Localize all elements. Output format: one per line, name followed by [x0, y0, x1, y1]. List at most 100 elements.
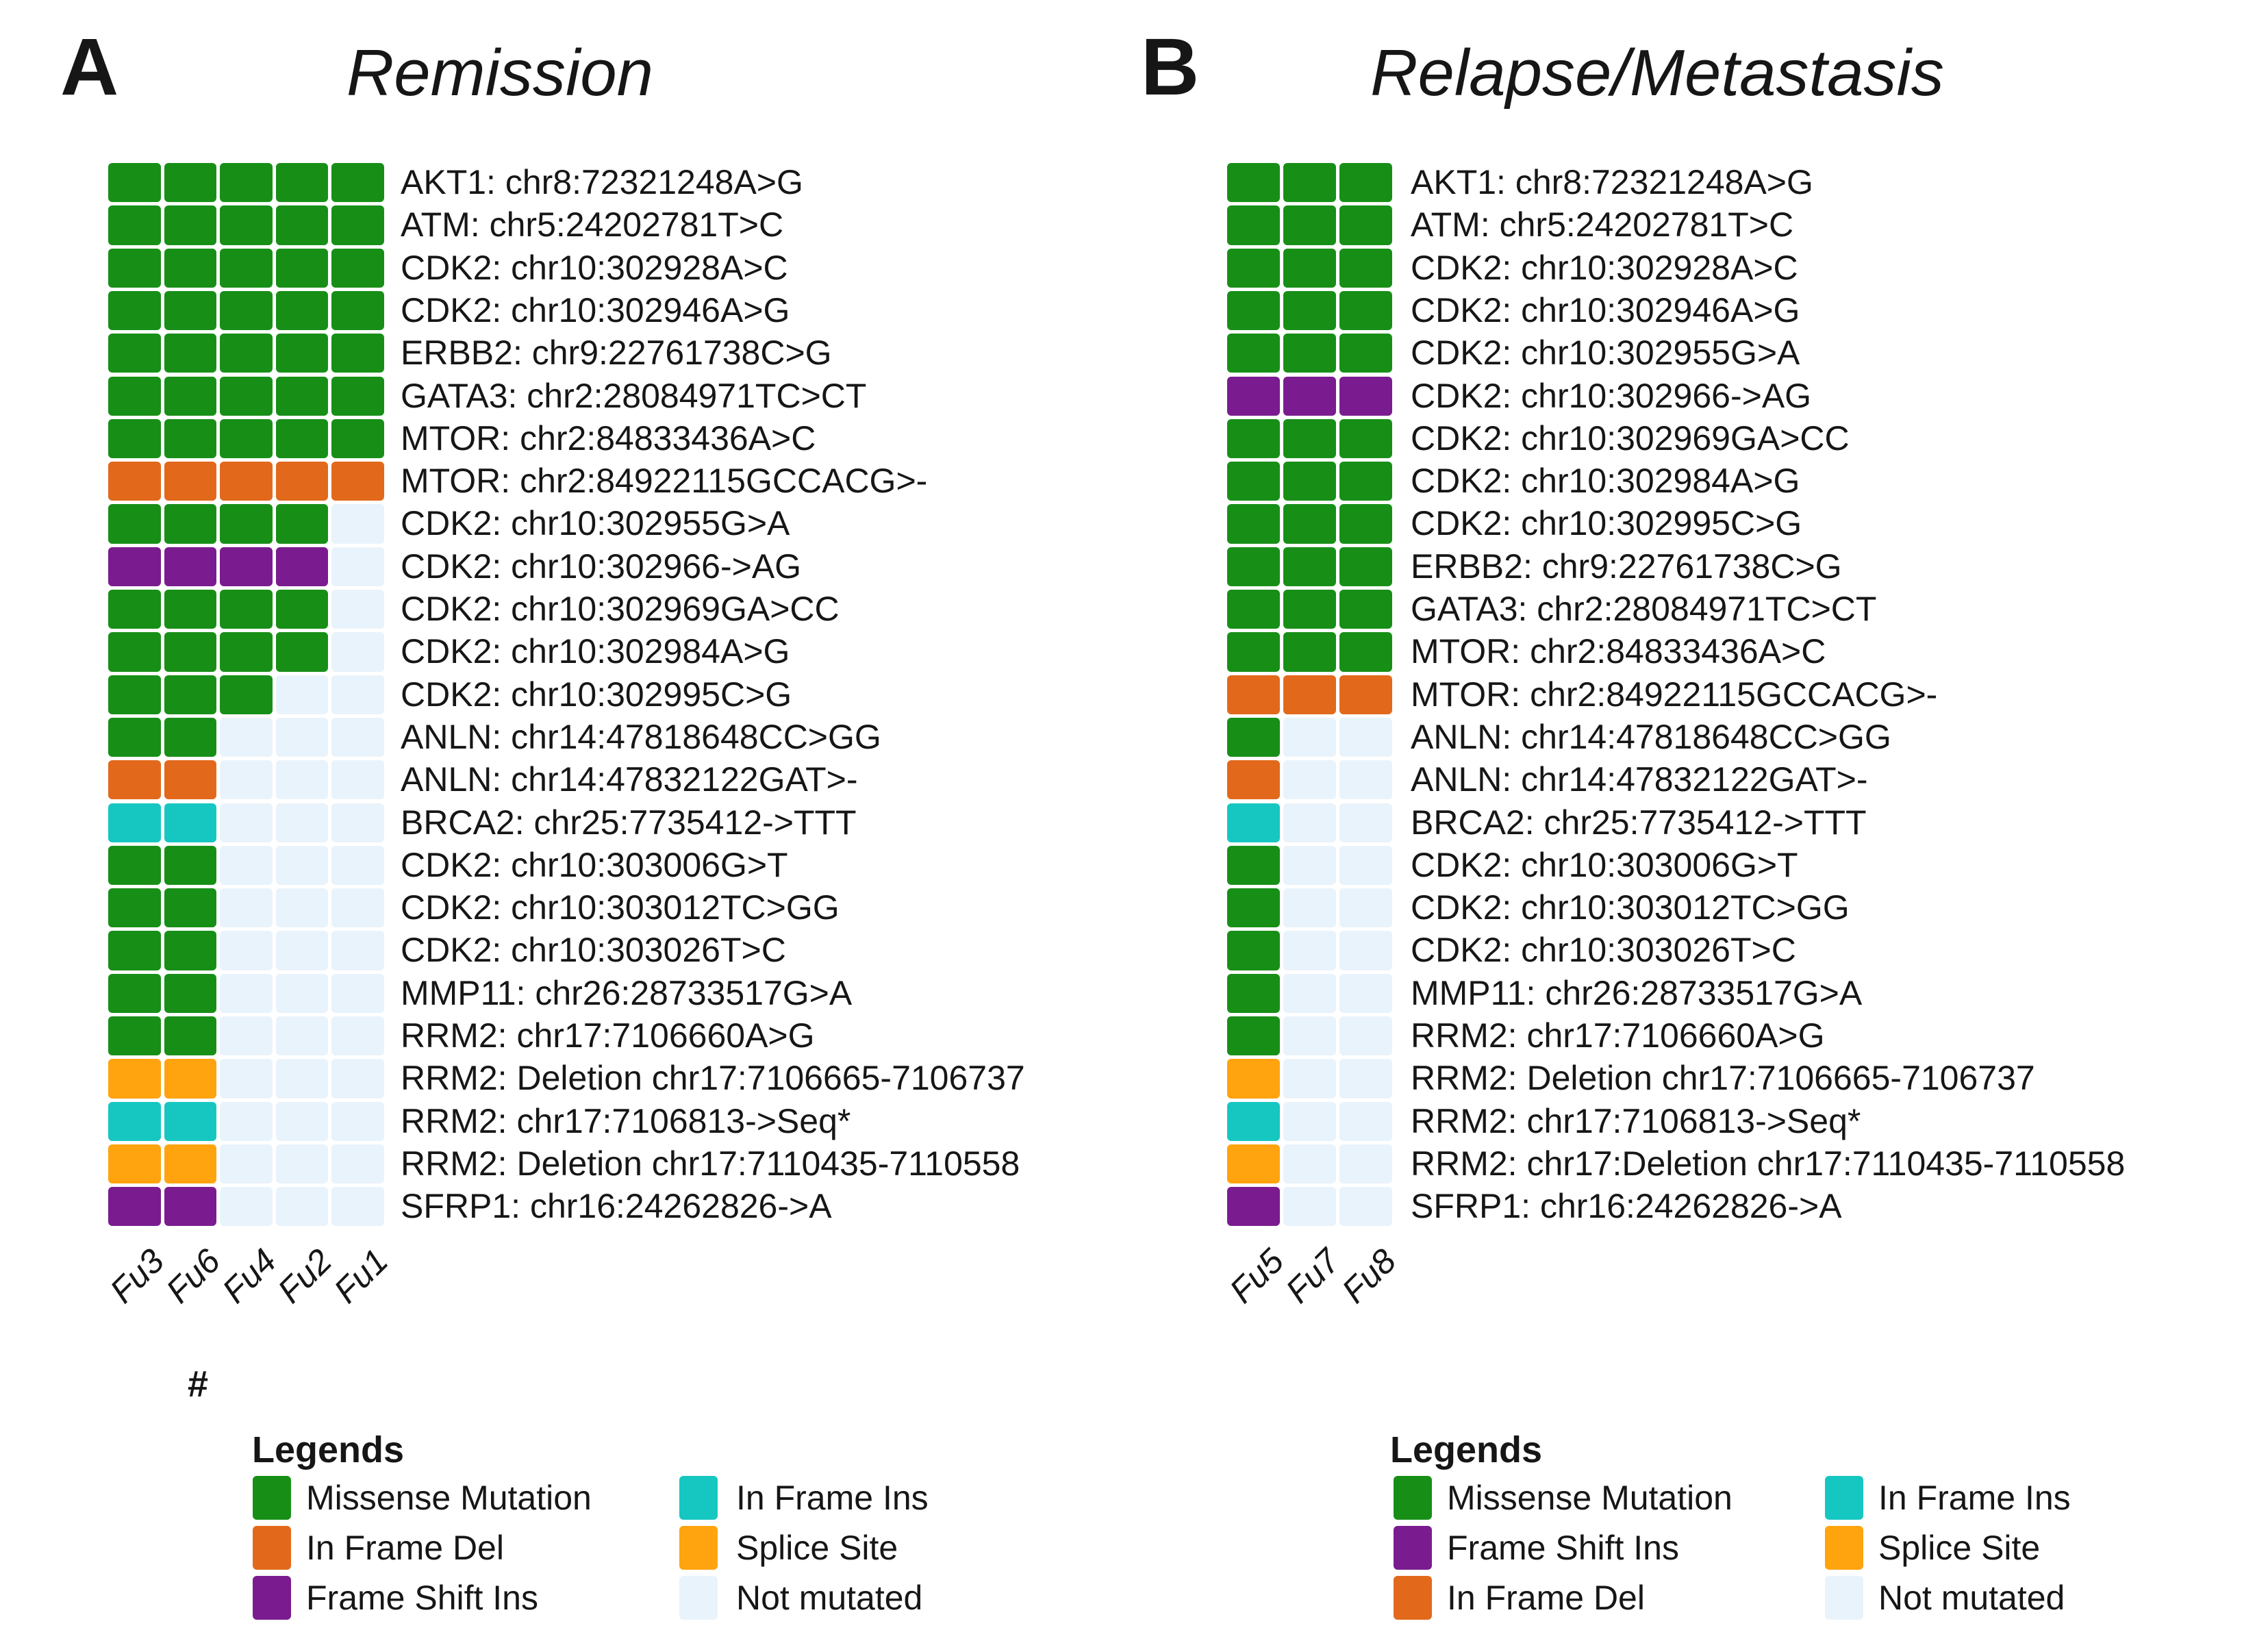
mutation-cell: [1339, 845, 1392, 886]
row-label: CDK2: chr10:302946A>G: [401, 290, 790, 329]
row-label: CDK2: chr10:302955G>A: [1411, 334, 1800, 373]
row-label: GATA3: chr2:28084971TC>CT: [401, 376, 867, 415]
legend-label: In Frame Ins: [736, 1479, 929, 1517]
panel-letter-b: B: [1141, 22, 1200, 112]
mutation-cell: [108, 1144, 161, 1184]
mutation-cell: [275, 462, 329, 501]
mutation-cell: [1339, 675, 1392, 714]
mutation-cell: [275, 418, 329, 459]
mutation-cell: [1227, 888, 1280, 928]
mutation-cell: [331, 1059, 384, 1099]
mutation-cell: [1283, 248, 1336, 288]
mutation-cell: [275, 973, 329, 1013]
mutation-cell: [1339, 973, 1392, 1013]
mutation-cell: [1283, 888, 1336, 928]
mutation-cell: [1283, 547, 1336, 586]
mutation-cell: [331, 163, 384, 203]
row-label: CDK2: chr10:302984A>G: [1411, 462, 1800, 501]
mutation-cell: [331, 1101, 384, 1141]
mutation-cell: [1227, 760, 1280, 800]
mutation-cell: [220, 376, 273, 416]
panel-title-relapse-metastasis: Relapse/Metastasis: [1370, 36, 1944, 110]
mutation-cell: [331, 973, 384, 1013]
mutation-cell: [108, 803, 161, 842]
mutation-cell: [108, 334, 161, 373]
legend-swatch-missense: [253, 1476, 291, 1520]
row-label: CDK2: chr10:302946A>G: [1411, 290, 1800, 329]
mutation-cell: [220, 717, 273, 757]
mutation-cell: [108, 973, 161, 1013]
mutation-cell: [220, 590, 273, 629]
row-label: ATM: chr5:24202781T>C: [1411, 205, 1794, 244]
mutation-cell: [164, 760, 217, 800]
mutation-cell: [275, 163, 329, 203]
mutation-cell: [220, 1059, 273, 1099]
mutation-cell: [331, 462, 384, 501]
row-label: CDK2: chr10:302995C>G: [1411, 504, 1802, 543]
mutation-cell: [164, 290, 217, 331]
mutation-cell: [108, 376, 161, 416]
mutation-cell: [1339, 462, 1392, 501]
mutation-cell: [164, 163, 217, 203]
row-label: RRM2: chr17:7106660A>G: [401, 1016, 815, 1055]
mutation-cell: [164, 1059, 217, 1099]
mutation-cell: [1339, 803, 1392, 842]
mutation-cell: [108, 205, 161, 245]
mutation-cell: [220, 675, 273, 714]
mutation-cell: [331, 418, 384, 459]
panel-title-remission: Remission: [346, 36, 654, 110]
mutation-cell: [164, 845, 217, 886]
legend-label: Frame Shift Ins: [306, 1579, 538, 1617]
mutation-cell: [220, 334, 273, 373]
mutation-cell: [220, 632, 273, 672]
mutation-cell: [1283, 675, 1336, 714]
mutation-cell: [220, 760, 273, 800]
mutation-cell: [164, 888, 217, 928]
mutation-cell: [1339, 1101, 1392, 1141]
row-label: BRCA2: chr25:7735412->TTT: [401, 803, 857, 842]
mutation-cell: [1339, 717, 1392, 757]
mutation-cell: [164, 632, 217, 672]
mutation-cell: [220, 845, 273, 886]
mutation-cell: [1339, 1016, 1392, 1056]
row-label: CDK2: chr10:303012TC>GG: [401, 888, 840, 927]
row-label: RRM2: Deletion chr17:7106665-7106737: [1411, 1059, 2035, 1098]
mutation-cell: [1227, 675, 1280, 714]
mutation-cell: [1283, 163, 1336, 203]
column-annotation-hash: #: [188, 1364, 209, 1405]
mutation-cell: [164, 675, 217, 714]
mutation-cell: [1227, 803, 1280, 842]
mutation-cell: [1339, 931, 1392, 970]
mutation-cell: [220, 205, 273, 245]
legend-label: Not mutated: [1878, 1579, 2065, 1617]
row-label: MMP11: chr26:28733517G>A: [401, 973, 853, 1012]
mutation-cell: [164, 334, 217, 373]
mutation-cell: [1227, 504, 1280, 544]
legend-label: Splice Site: [736, 1529, 898, 1567]
mutation-cell: [164, 973, 217, 1013]
mutation-cell: [220, 290, 273, 331]
mutation-cell: [1283, 1059, 1336, 1099]
mutation-cell: [331, 888, 384, 928]
mutation-cell: [108, 504, 161, 544]
row-label: RRM2: chr17:7106813->Seq*: [401, 1101, 851, 1140]
mutation-cell: [220, 462, 273, 501]
legend-swatch-inframe_ins: [679, 1476, 718, 1520]
mutation-cell: [331, 1187, 384, 1227]
legend-swatch-none: [679, 1576, 718, 1620]
mutation-cell: [1339, 248, 1392, 288]
mutation-cell: [275, 888, 329, 928]
row-label: CDK2: chr10:302928A>C: [401, 248, 788, 287]
mutation-cell: [108, 1187, 161, 1227]
row-label: MTOR: chr2:84833436A>C: [1411, 632, 1826, 671]
mutation-cell: [1339, 418, 1392, 459]
mutation-cell: [1339, 163, 1392, 203]
mutation-cell: [220, 1144, 273, 1184]
row-label: CDK2: chr10:302969GA>CC: [1411, 418, 1850, 457]
mutation-cell: [1283, 290, 1336, 331]
row-label: BRCA2: chr25:7735412->TTT: [1411, 803, 1867, 842]
row-label: AKT1: chr8:72321248A>G: [401, 163, 803, 201]
mutation-cell: [1227, 1144, 1280, 1184]
mutation-cell: [1227, 717, 1280, 757]
mutation-cell: [1339, 290, 1392, 331]
